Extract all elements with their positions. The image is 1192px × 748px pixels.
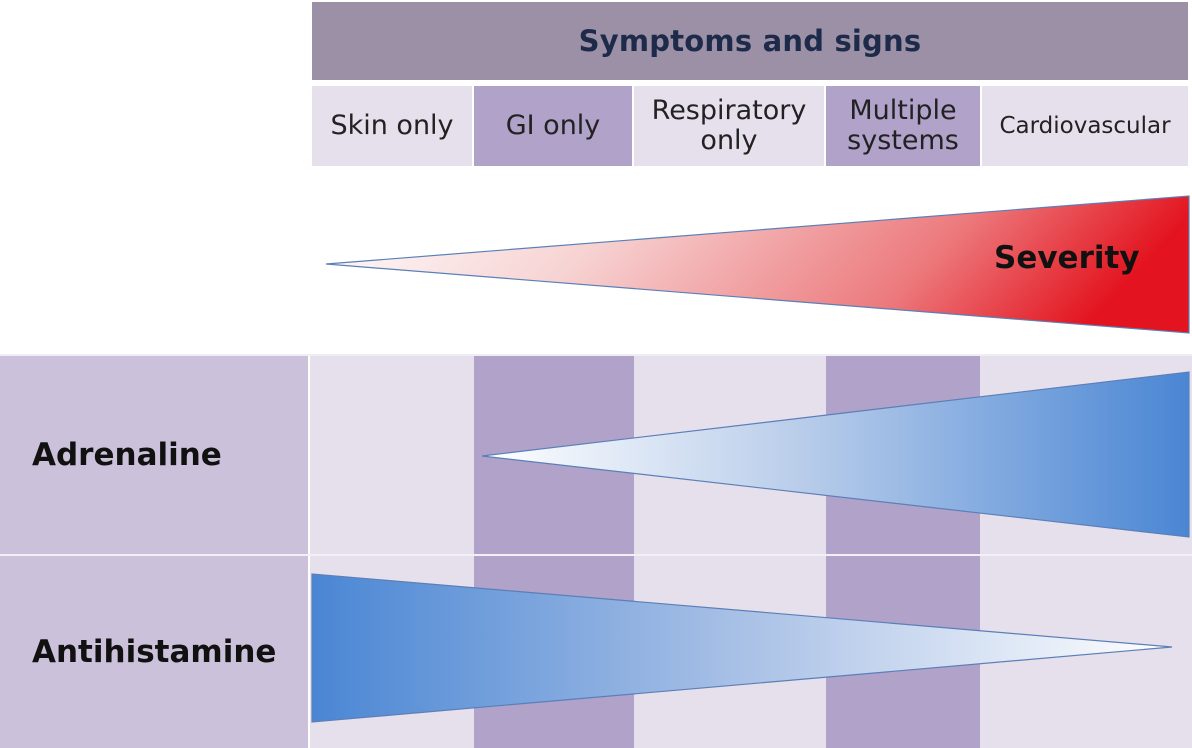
row-antihistamine-label-cell: Antihistamine (0, 556, 308, 748)
column-label: Cardiovascular (999, 113, 1171, 139)
column-respiratory-only: Respiratory only (634, 86, 824, 166)
row-label-antihistamine: Antihistamine (32, 634, 277, 670)
severity-wedge (325, 195, 1190, 334)
column-label: GI only (505, 110, 601, 141)
antihistamine-wedge (311, 573, 1173, 723)
symptoms-header: Symptoms and signs (312, 2, 1188, 80)
row-adrenaline-label-cell: Adrenaline (0, 355, 308, 554)
row-label-adrenaline: Adrenaline (32, 436, 222, 473)
column-gi-only: GI only (474, 86, 632, 166)
column-label: Respiratory only (651, 95, 807, 156)
severity-label: Severity (994, 240, 1140, 276)
column-label: Multiple systems (847, 95, 959, 156)
column-skin-only: Skin only (312, 86, 472, 166)
column-multiple-systems: Multiple systems (826, 86, 980, 166)
row-divider (0, 554, 1192, 556)
symptoms-title: Symptoms and signs (578, 24, 922, 58)
row-divider-top (0, 354, 1192, 356)
adrenaline-wedge (481, 371, 1190, 538)
column-label: Skin only (330, 110, 454, 141)
column-cardiovascular: Cardiovascular (982, 86, 1188, 166)
